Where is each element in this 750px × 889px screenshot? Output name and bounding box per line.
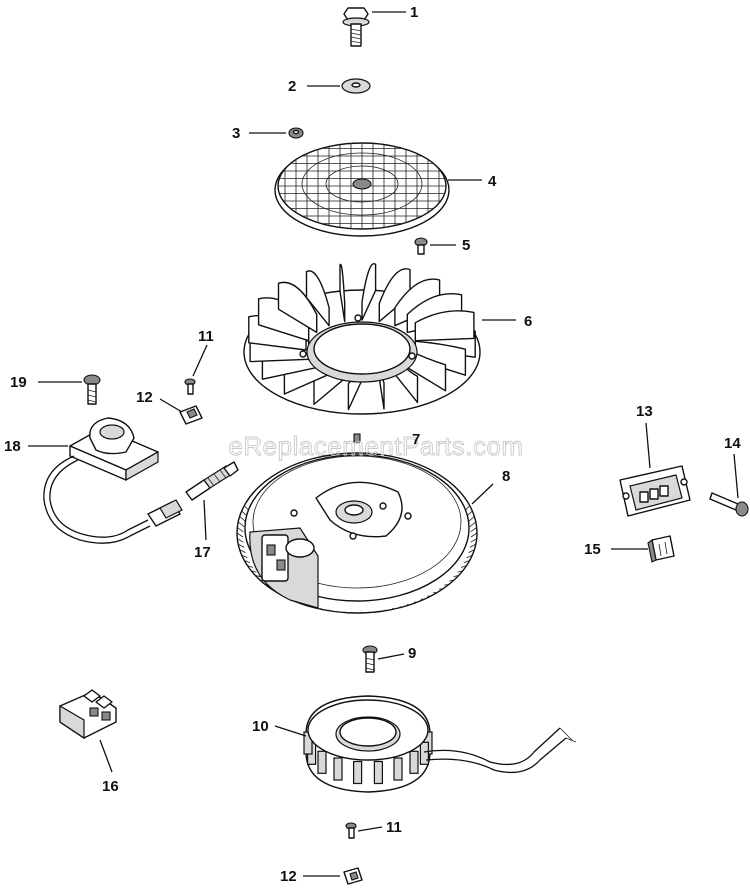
part-8-flywheel [236,452,478,614]
part-3-nut [288,127,304,139]
part-18-ignition-module [43,417,183,544]
label-4: 4 [488,173,497,190]
part-11-screw-upper [184,378,196,395]
label-3: 3 [232,125,240,142]
part-14-screw [709,492,749,517]
label-2: 2 [288,78,296,95]
label-12a: 12 [136,389,153,406]
part-11-screw-lower [345,822,357,839]
part-6-cooling-fan [243,262,481,415]
part-1-flange-bolt [342,7,370,47]
label-19: 19 [10,374,27,391]
part-9-bolt [362,645,378,673]
part-13-rectifier-regulator [619,465,691,517]
label-17: 17 [194,544,211,561]
part-12-clip-lower [343,867,363,885]
label-9: 9 [408,645,416,662]
label-14: 14 [724,435,741,452]
part-17-spark-plug [185,461,239,501]
label-18: 18 [4,438,21,455]
label-6: 6 [524,313,532,330]
part-4-fan-screen [274,142,450,237]
label-13: 13 [636,403,653,420]
callout-labels: 1 2 3 4 5 6 7 8 9 10 11 11 12 12 13 14 1… [4,4,741,885]
leader-lines [28,11,739,877]
label-1: 1 [410,4,418,21]
watermark-text: eReplacementParts.com [228,431,523,461]
label-16: 16 [102,778,119,795]
part-16-connector-block [59,689,117,740]
part-5-screw [414,237,428,255]
label-5: 5 [462,237,470,254]
label-8: 8 [502,468,510,485]
label-11a: 11 [198,328,214,345]
part-12-clip-upper [179,405,203,425]
label-11b: 11 [386,819,402,836]
part-7-key [353,433,361,443]
part-15-connector [647,535,675,563]
label-15: 15 [584,541,601,558]
label-7: 7 [412,431,420,448]
part-2-washer [341,78,371,94]
part-10-stator [303,695,577,793]
label-10: 10 [252,718,269,735]
label-12b: 12 [280,868,297,885]
part-19-bolt [83,374,101,405]
